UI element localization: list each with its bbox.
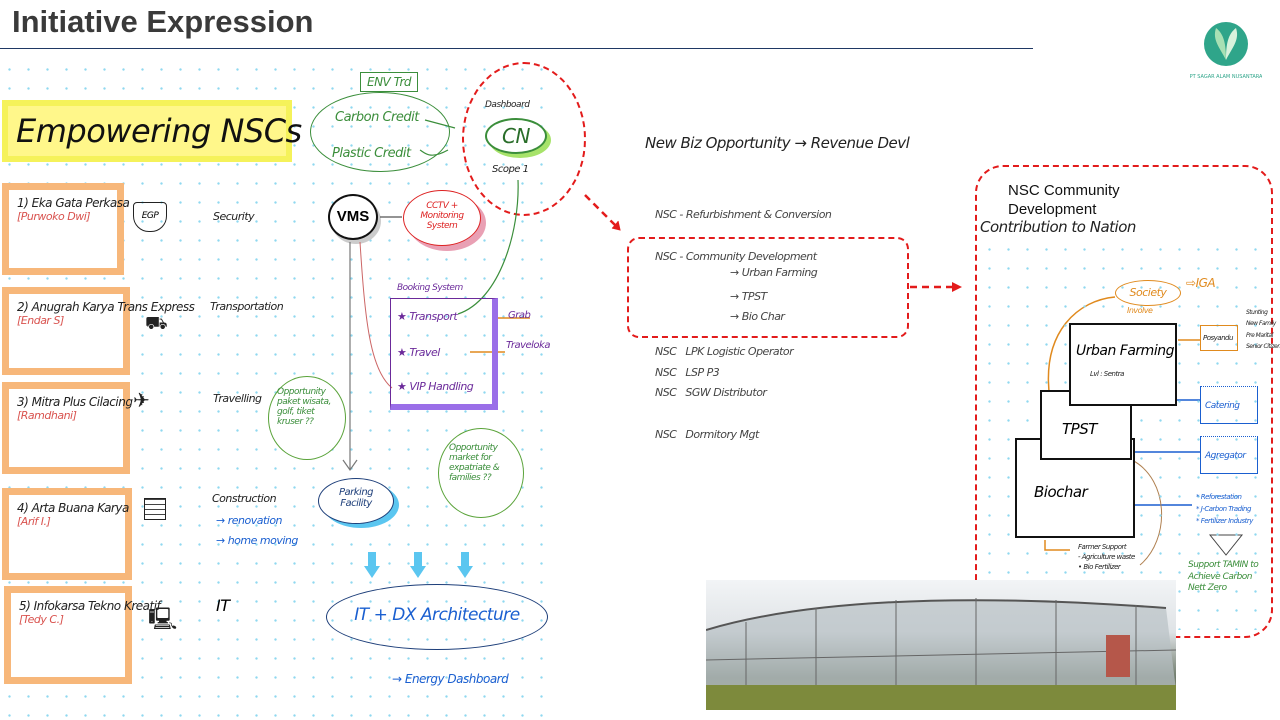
- partner-traveloka: Traveloka: [506, 340, 550, 351]
- truck-icon: ⛟: [145, 313, 168, 333]
- booking-item-travel[interactable]: ★ Travel: [397, 346, 440, 359]
- biochar-uses: * Reforestation* J-Carbon Trading* Ferti…: [1196, 493, 1253, 525]
- agregator-factory: Agregator: [1200, 436, 1258, 474]
- iga-label: ⇨IGA: [1186, 276, 1216, 290]
- greenhouse-photo: [706, 580, 1176, 710]
- note-line: NSC LSP P3: [655, 366, 720, 379]
- sector-it: IT: [216, 596, 230, 615]
- it-dx-architecture: IT + DX Architecture: [326, 584, 548, 650]
- farmer-support: Farmer Support- Agriculture waste• Bio F…: [1078, 543, 1135, 571]
- page-title: Initiative Expression: [12, 4, 314, 39]
- opportunity-bubble-1: Opportunity paket wisata, golf, tiket kr…: [268, 376, 346, 460]
- note-line: NSC - Community Development: [655, 250, 817, 263]
- sector-security: Security: [213, 210, 255, 223]
- catering-factory: Catering: [1200, 386, 1258, 424]
- booking-item-transport[interactable]: ★ Transport: [397, 310, 458, 323]
- callout-title: NSC Community Development: [1008, 182, 1120, 218]
- company-box-1: 1) Eka Gata Perkasa [Purwoko Dwi]: [2, 183, 130, 275]
- note-sub: → TPST: [730, 290, 767, 303]
- posyandu-node: Posyandu: [1200, 325, 1238, 351]
- shield-icon: EGP: [133, 202, 167, 232]
- carbon-credit: Carbon Credit: [335, 110, 419, 125]
- note-sub: → Urban Farming: [730, 266, 818, 279]
- cn-dashboard-label: Dashboard: [485, 100, 530, 110]
- svg-text:PT SAGAR ALAM NUSANTARA: PT SAGAR ALAM NUSANTARA: [1190, 74, 1262, 80]
- company-box-4: 4) Arta Buana Karya [Arif I.]: [2, 488, 132, 580]
- env-cloud: [310, 92, 450, 172]
- note-line: NSC SGW Distributor: [655, 386, 767, 399]
- sector-construction: Construction: [212, 492, 277, 505]
- cn-highlight-circle: [462, 62, 586, 216]
- building-icon: [144, 498, 166, 520]
- booking-title: Booking System: [397, 283, 463, 293]
- involve-label: Involve: [1127, 306, 1153, 315]
- note-sub: → Bio Char: [730, 310, 785, 323]
- company-logo: PT SAGAR ALAM NUSANTARA: [1190, 10, 1263, 85]
- parking-facility: Parking Facility: [318, 478, 394, 524]
- construction-sub: → renovation: [216, 514, 283, 527]
- note-line: NSC LPK Logistic Operator: [655, 345, 794, 358]
- support-tamin: Support TAMIN to Achieve Carbon Nett Zer…: [1188, 560, 1259, 594]
- company-box-5: 5) Infokarsa Tekno Kreatif [Tedy C.]: [4, 586, 161, 684]
- opportunity-bubble-2: Opportunity market for expatriate & fami…: [438, 428, 524, 518]
- env-trade-tag: ENV Trd: [360, 72, 419, 92]
- urban-farming-level: Lvl : Sentra: [1090, 370, 1124, 378]
- biochar-label: Biochar: [1034, 483, 1088, 501]
- contribution-heading: Contribution to Nation: [980, 218, 1136, 236]
- airplane-icon: ✈: [133, 390, 150, 412]
- construction-sub: → home moving: [216, 534, 298, 547]
- booking-box: [390, 298, 498, 410]
- urban-farming-box: [1069, 323, 1177, 406]
- partner-grab: Grab: [508, 310, 531, 321]
- urban-farming-label: Urban Farming: [1076, 343, 1174, 359]
- plastic-credit: Plastic Credit: [332, 146, 411, 161]
- sector-travelling: Travelling: [213, 392, 262, 405]
- energy-dashboard: → Energy Dashboard: [392, 672, 509, 686]
- notes-heading: New Biz Opportunity → Revenue Devl: [645, 134, 910, 152]
- vms-node: VMS: [328, 194, 378, 240]
- company-box-3: 3) Mitra Plus Cilacing [Ramdhani]: [2, 382, 133, 474]
- community-dev-highlight: [627, 237, 909, 338]
- title-divider: [0, 48, 1033, 49]
- cn-scope-label: Scope 1: [492, 164, 529, 175]
- tpst-label: TPST: [1062, 420, 1097, 438]
- company-box-2: 2) Anugrah Karya Trans Express [Endar S]: [2, 287, 195, 375]
- cctv-node: CCTV + Monitoring System: [403, 190, 481, 246]
- cn-node: CN: [485, 118, 547, 154]
- society-node: Society: [1115, 280, 1181, 306]
- sketch-heading: Empowering NSCs: [2, 100, 302, 162]
- booking-item-vip[interactable]: ★ VIP Handling: [397, 380, 474, 393]
- sector-transportation: Transportation: [210, 300, 284, 313]
- note-line: NSC - Refurbishment & Conversion: [655, 208, 832, 221]
- computer-icon: 🖳: [148, 606, 178, 631]
- note-line: NSC Dormitory Mgt: [655, 428, 759, 441]
